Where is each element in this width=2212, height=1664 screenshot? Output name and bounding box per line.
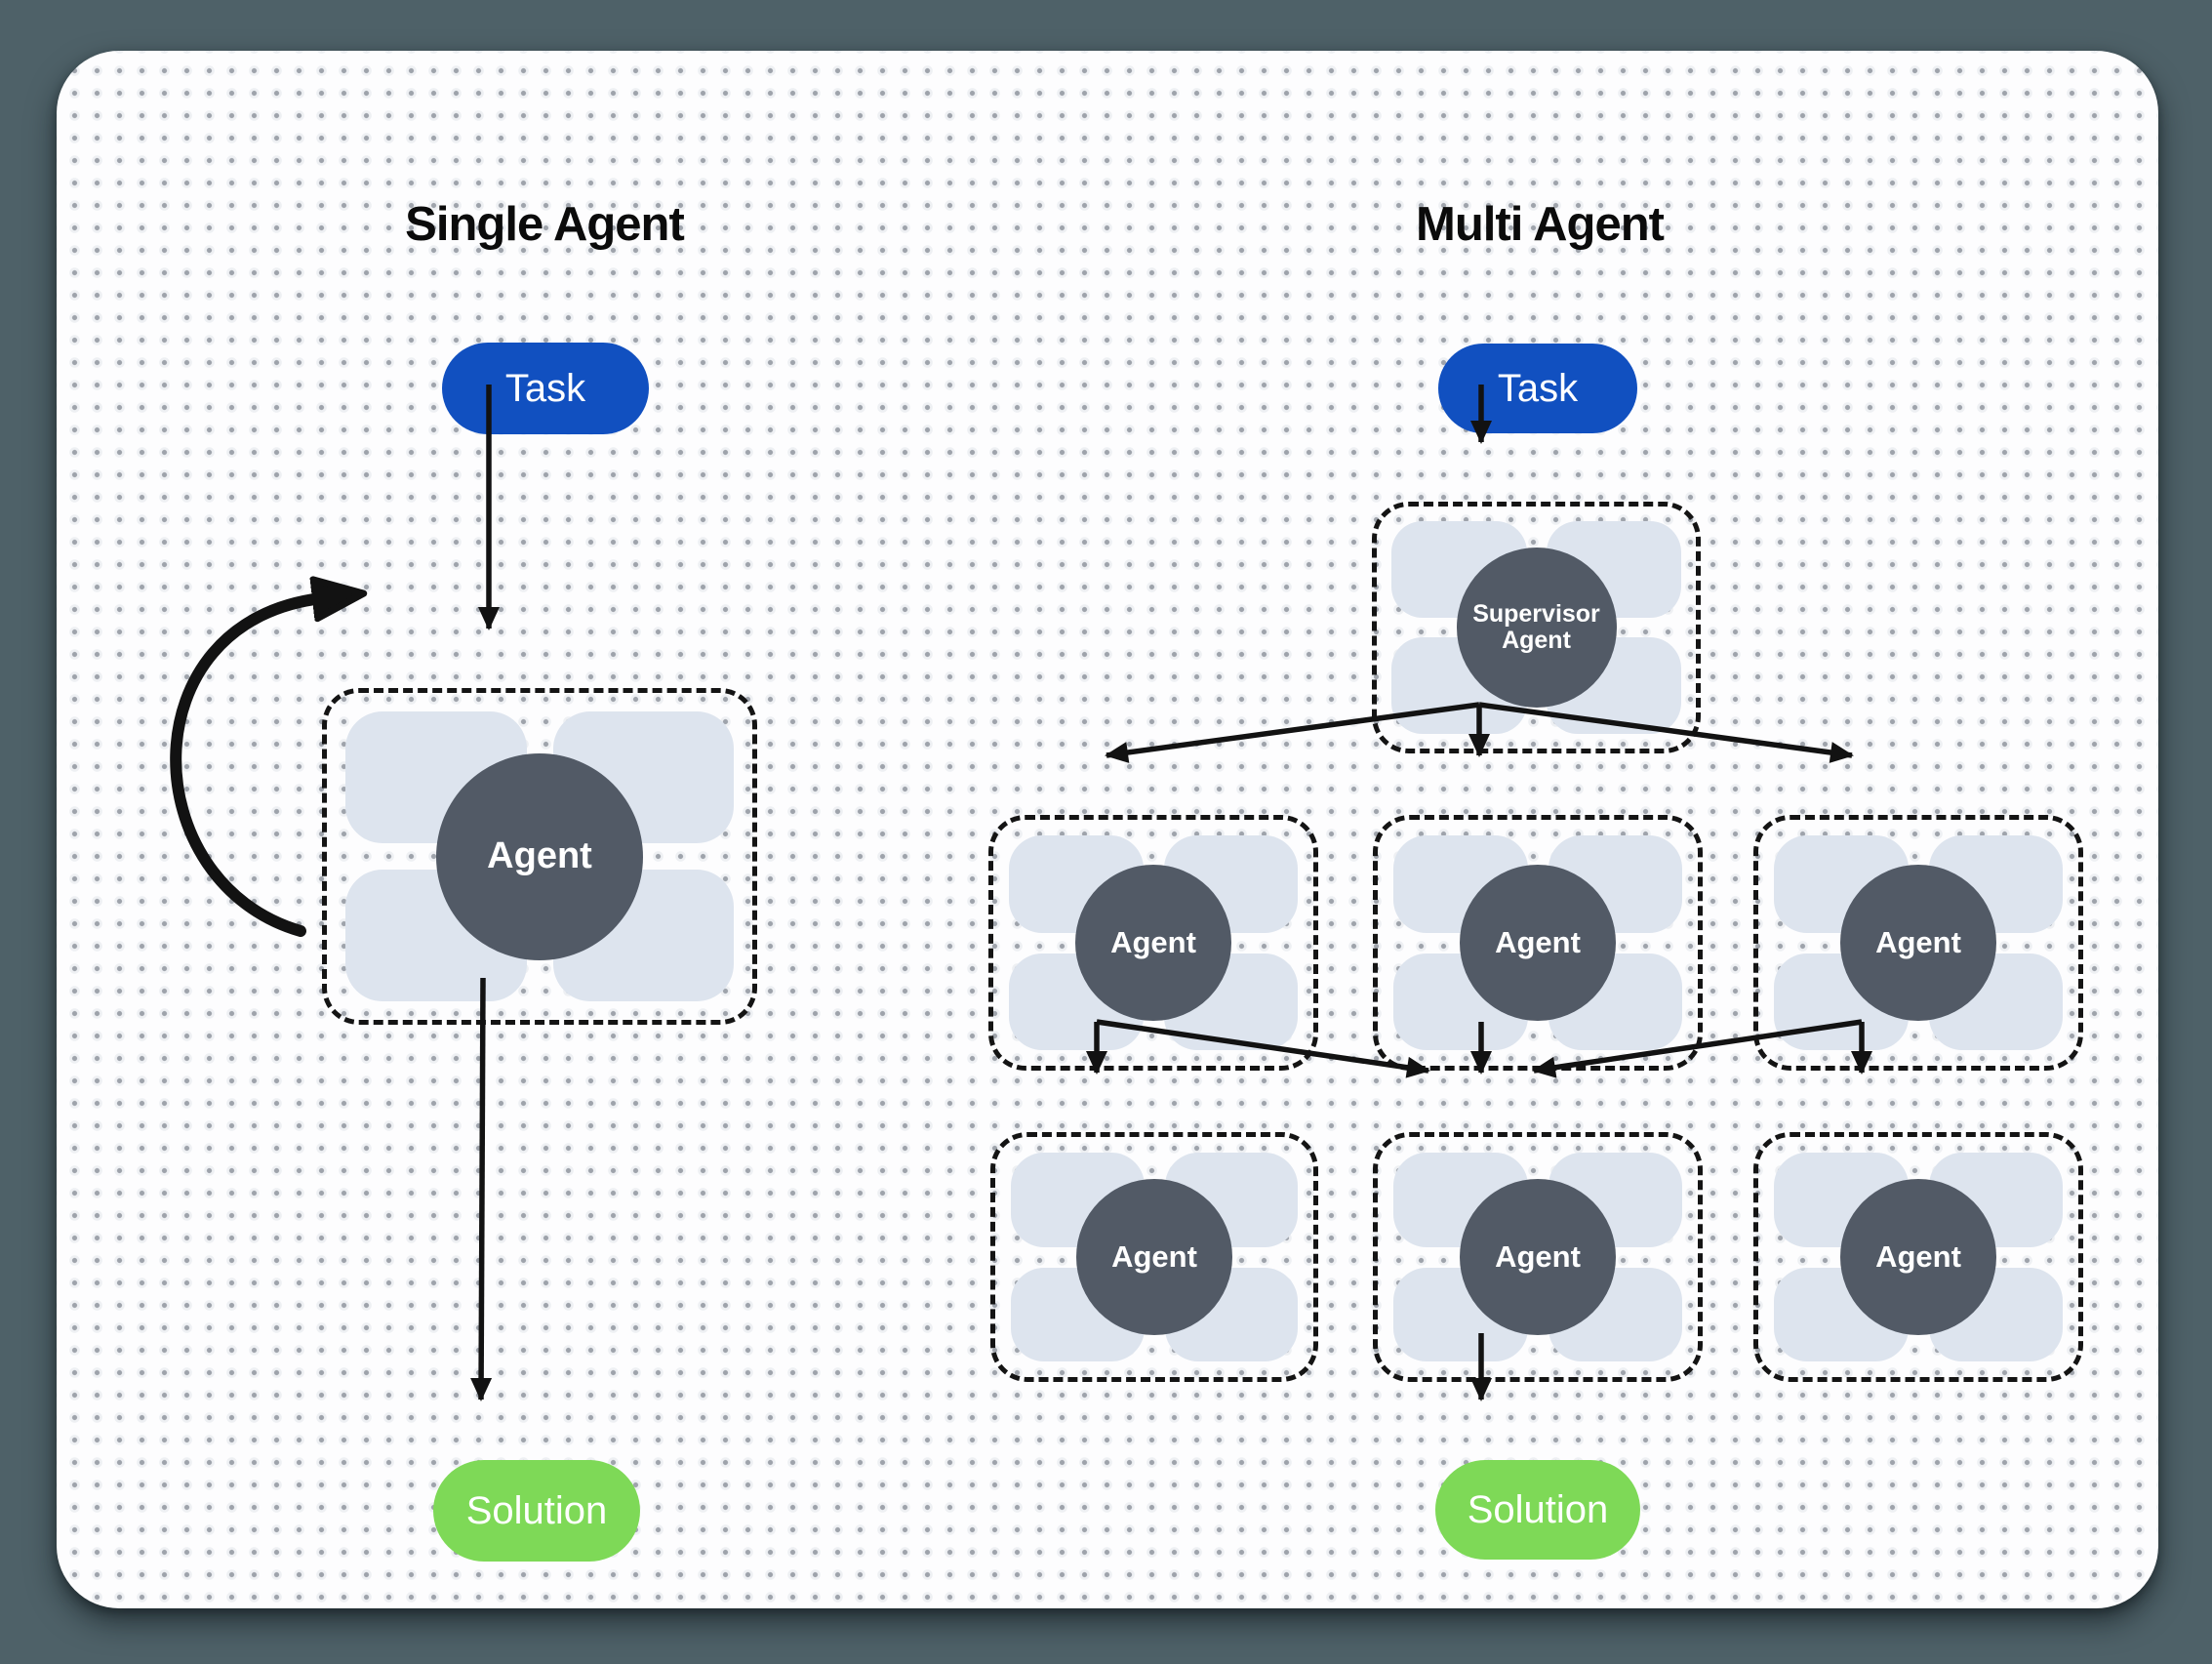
agent-label: Agent [1875,924,1961,959]
single-agent-cluster: Agent [322,688,757,1025]
agent-label: Agent [1495,924,1581,959]
agent-label: Agent [1495,1238,1581,1274]
agent-label: Agent [1111,1238,1197,1274]
single-agent-title: Single Agent [405,198,685,251]
agent-circle: Agent [1840,1179,1996,1335]
solution-label: Solution [465,1488,608,1532]
supervisor-agent-circle: Supervisor Agent [1456,548,1617,708]
agent-label: Agent [1110,924,1196,959]
supervisor-agent-cluster: Supervisor Agent [1372,502,1701,753]
agent-circle: Agent [1076,1179,1232,1335]
worker-agent-cluster: Agent [1753,815,2083,1071]
supervisor-agent-label: Supervisor Agent [1472,599,1600,654]
task-pill-single: Task [442,343,649,434]
agent-circle: Agent [1460,865,1616,1021]
task-pill-multi: Task [1438,344,1637,433]
agent-circle: Agent [1840,865,1996,1021]
worker-agent-cluster: Agent [1373,1132,1703,1382]
agent-label: Agent [1875,1238,1961,1274]
worker-agent-cluster: Agent [990,1132,1318,1382]
agent-circle: Agent [436,752,643,960]
agent-circle: Agent [1075,865,1231,1021]
diagram-card: Single Agent Multi Agent Task Agent Solu… [57,51,2158,1608]
worker-agent-cluster: Agent [988,815,1318,1071]
agent-circle: Agent [1460,1179,1616,1335]
worker-agent-cluster: Agent [1373,815,1703,1071]
solution-label: Solution [1467,1487,1609,1531]
solution-pill-multi: Solution [1435,1460,1640,1560]
multi-agent-title: Multi Agent [1416,198,1665,251]
solution-pill-single: Solution [433,1460,640,1562]
task-label: Task [504,366,586,410]
worker-agent-cluster: Agent [1753,1132,2083,1382]
task-label: Task [1497,366,1579,410]
agent-label: Agent [487,834,592,876]
